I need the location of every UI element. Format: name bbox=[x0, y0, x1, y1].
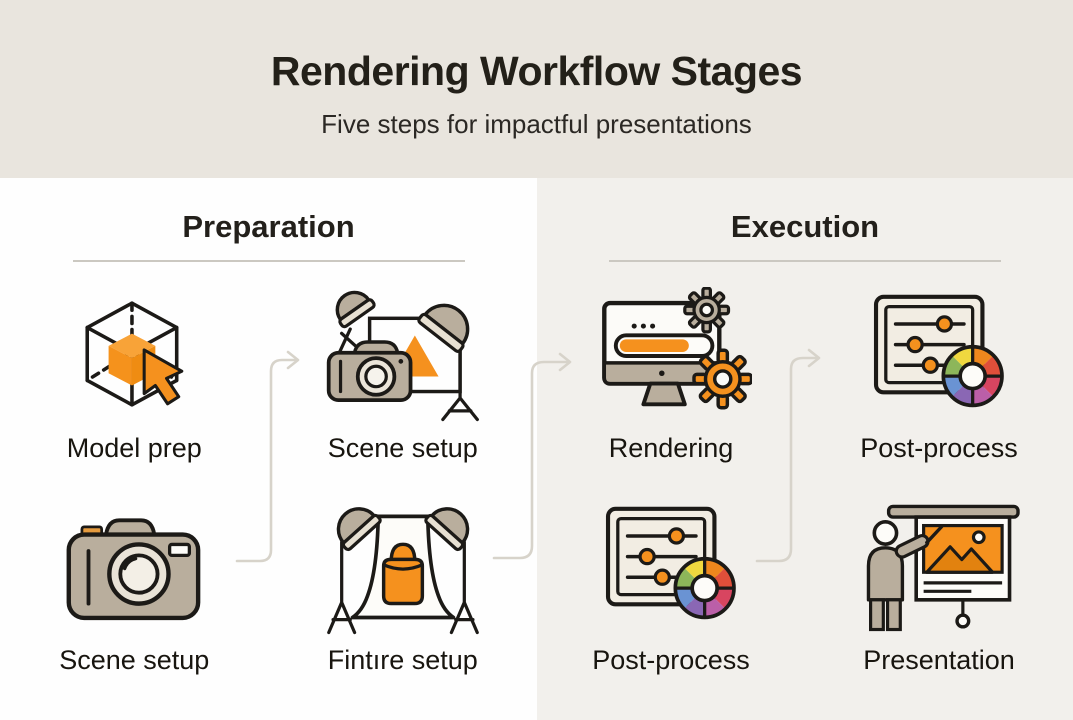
color-wheel bbox=[673, 556, 736, 620]
execution-title: Execution bbox=[730, 209, 880, 244]
step-post-process-bottom: Post-process bbox=[537, 498, 805, 710]
monitor-progress-gears-icon bbox=[537, 286, 805, 426]
cursor-arrow bbox=[142, 348, 184, 406]
step-fixture-setup: Fintıre setup bbox=[269, 498, 538, 710]
step-model-prep: Model prep bbox=[0, 286, 269, 498]
sliders-color-wheel-icon bbox=[805, 286, 1073, 426]
step-label: Scene setup bbox=[59, 644, 210, 675]
page-subtitle: Five steps for impactful presentations bbox=[321, 109, 752, 139]
camera-studio-lights-icon bbox=[269, 286, 538, 426]
step-scene-setup-camera: Scene setup bbox=[0, 498, 269, 710]
presenter-person bbox=[866, 520, 944, 632]
gear-large bbox=[692, 348, 752, 410]
camera-icon bbox=[0, 498, 269, 638]
page-title: Rendering Workflow Stages bbox=[270, 48, 803, 94]
step-presentation: Presentation bbox=[805, 498, 1073, 710]
gear-small bbox=[683, 287, 731, 334]
step-scene-setup-lights: Scene setup bbox=[269, 286, 538, 498]
execution-grid: Rendering bbox=[537, 286, 1073, 710]
header: Rendering Workflow Stages Five steps for… bbox=[0, 0, 1073, 178]
color-wheel bbox=[941, 344, 1004, 408]
preparation-title: Preparation bbox=[182, 209, 355, 244]
sliders-color-wheel-icon bbox=[537, 498, 805, 638]
step-label: Model prep bbox=[66, 432, 202, 463]
presenter-screen-icon bbox=[805, 498, 1073, 638]
step-label: Post-process bbox=[860, 432, 1018, 463]
workflow-body: Preparation bbox=[0, 178, 1073, 720]
step-label: Rendering bbox=[608, 432, 734, 463]
wireframe-cube-cursor-icon bbox=[0, 286, 269, 426]
step-post-process-top: Post-process bbox=[805, 286, 1073, 498]
step-label: Presentation bbox=[863, 644, 1015, 675]
preparation-grid: Model prep bbox=[0, 286, 537, 710]
step-label: Fintıre setup bbox=[327, 644, 478, 675]
preparation-section: Preparation bbox=[0, 178, 537, 720]
step-label: Scene setup bbox=[327, 432, 478, 463]
backdrop-lights-icon bbox=[269, 498, 538, 638]
step-label: Post-process bbox=[592, 644, 750, 675]
execution-underline bbox=[609, 260, 1001, 262]
preparation-underline bbox=[72, 260, 465, 262]
execution-section: Execution bbox=[537, 178, 1073, 720]
step-rendering: Rendering bbox=[537, 286, 805, 498]
